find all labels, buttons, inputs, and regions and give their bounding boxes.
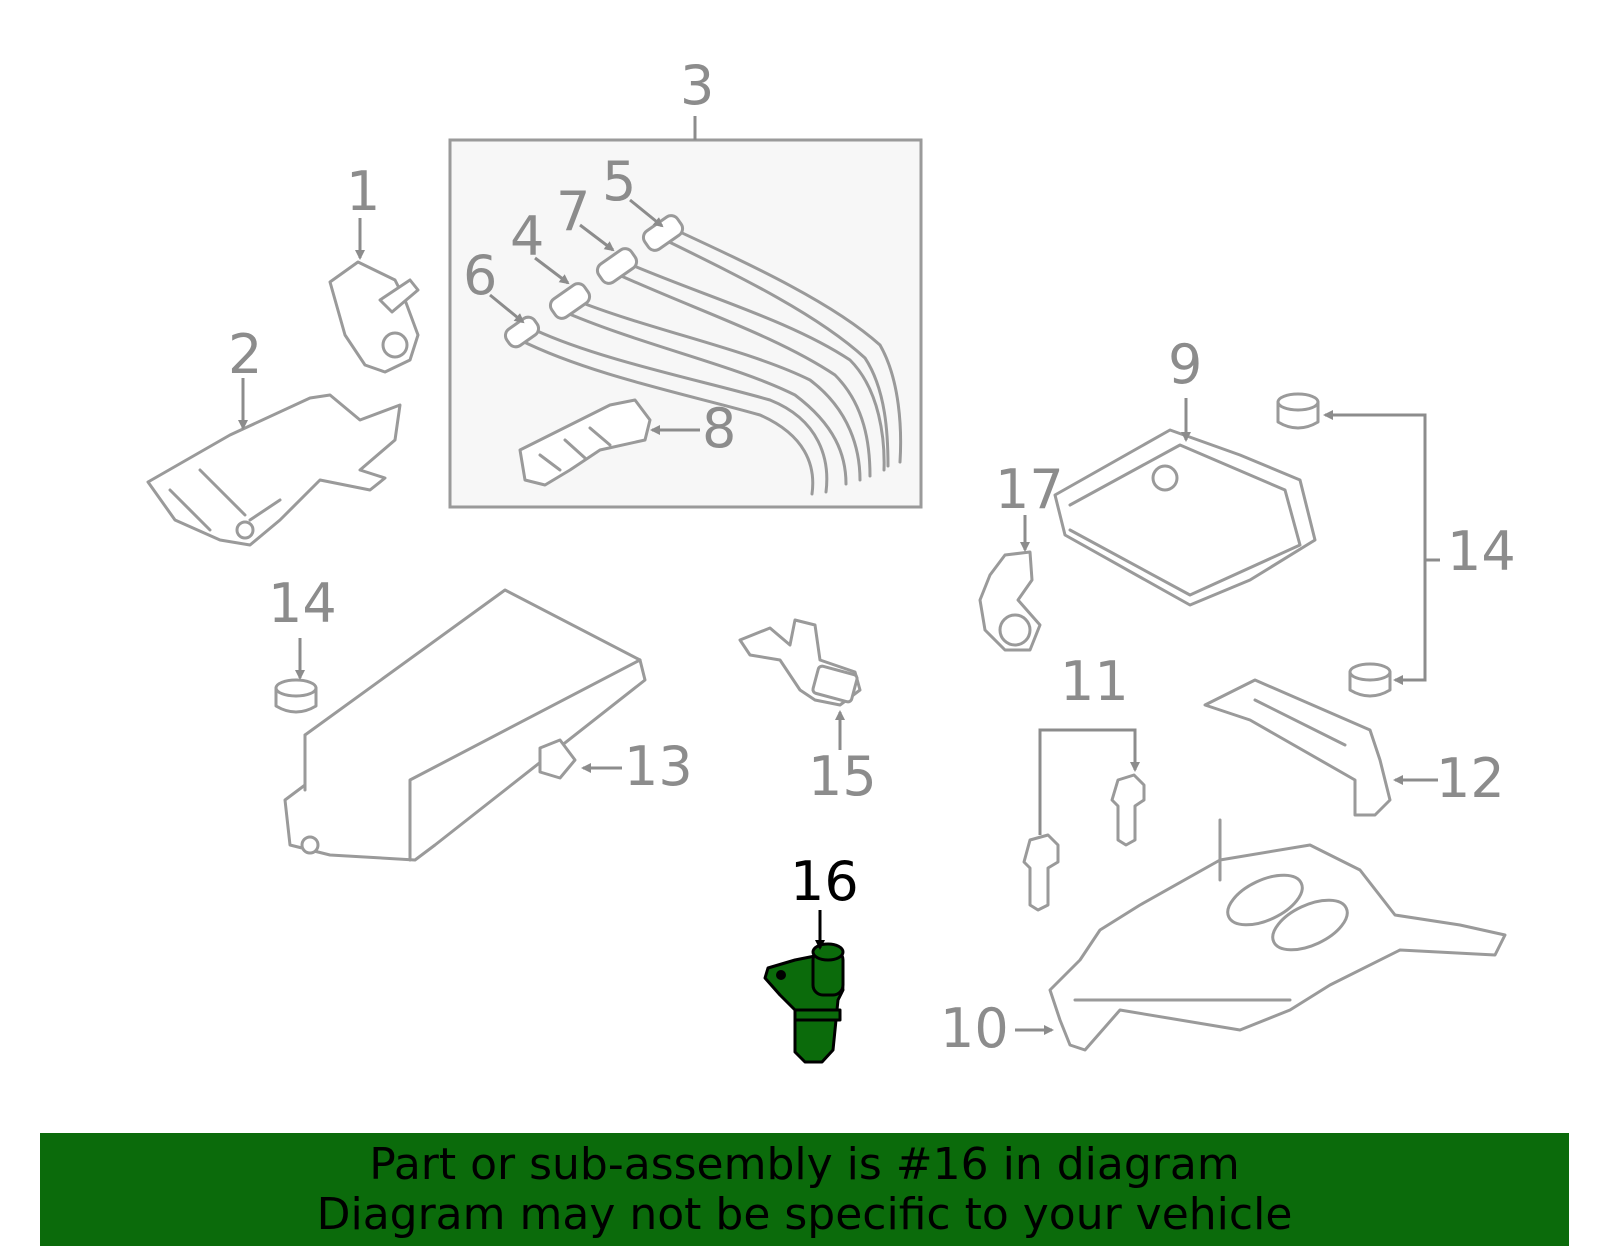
part-16-camshaft-sensor [763, 942, 845, 1064]
info-banner: Part or sub-assembly is #16 in diagram D… [40, 1133, 1569, 1246]
callout-1: 1 [346, 160, 380, 223]
callout-14-right: 14 [1447, 520, 1516, 583]
part-11-bolts [1022, 773, 1146, 912]
callout-4: 4 [510, 205, 544, 268]
callout-13: 13 [624, 735, 693, 798]
callout-12: 12 [1436, 747, 1505, 810]
callout-3: 3 [680, 54, 714, 117]
callout-10: 10 [940, 997, 1009, 1060]
part-13-module [283, 588, 647, 862]
callout-16: 16 [790, 850, 859, 913]
callout-14-left: 14 [268, 572, 337, 635]
part-15-sensor [738, 618, 862, 707]
part-14-nut-lower-right [1348, 662, 1392, 698]
callout-2: 2 [228, 323, 262, 386]
part-17-sensor [978, 550, 1042, 652]
part-9-ecu [1053, 428, 1317, 607]
part-2-bracket [146, 393, 402, 547]
part-10-tray [1048, 818, 1507, 1052]
callout-8: 8 [702, 397, 736, 460]
banner-line-1: Part or sub-assembly is #16 in diagram [369, 1139, 1240, 1190]
callout-5: 5 [602, 150, 636, 213]
part-1-sensor [328, 260, 420, 374]
callout-9: 9 [1168, 333, 1202, 396]
part-3-wire-set-box [448, 116, 923, 509]
callout-6: 6 [463, 244, 497, 307]
callout-15: 15 [808, 745, 877, 808]
callout-11: 11 [1060, 650, 1129, 713]
callout-17: 17 [995, 458, 1064, 521]
callout-7: 7 [556, 180, 590, 243]
part-14-nut-upper-right [1276, 392, 1320, 430]
callout-labels: 1 2 3 4 5 6 7 8 9 10 11 12 13 14 14 15 1… [228, 54, 1516, 1060]
part-12-bracket [1203, 678, 1392, 817]
part-14-nut-left [274, 678, 318, 714]
leader-lines [238, 198, 1440, 1035]
banner-line-2: Diagram may not be specific to your vehi… [316, 1189, 1293, 1240]
